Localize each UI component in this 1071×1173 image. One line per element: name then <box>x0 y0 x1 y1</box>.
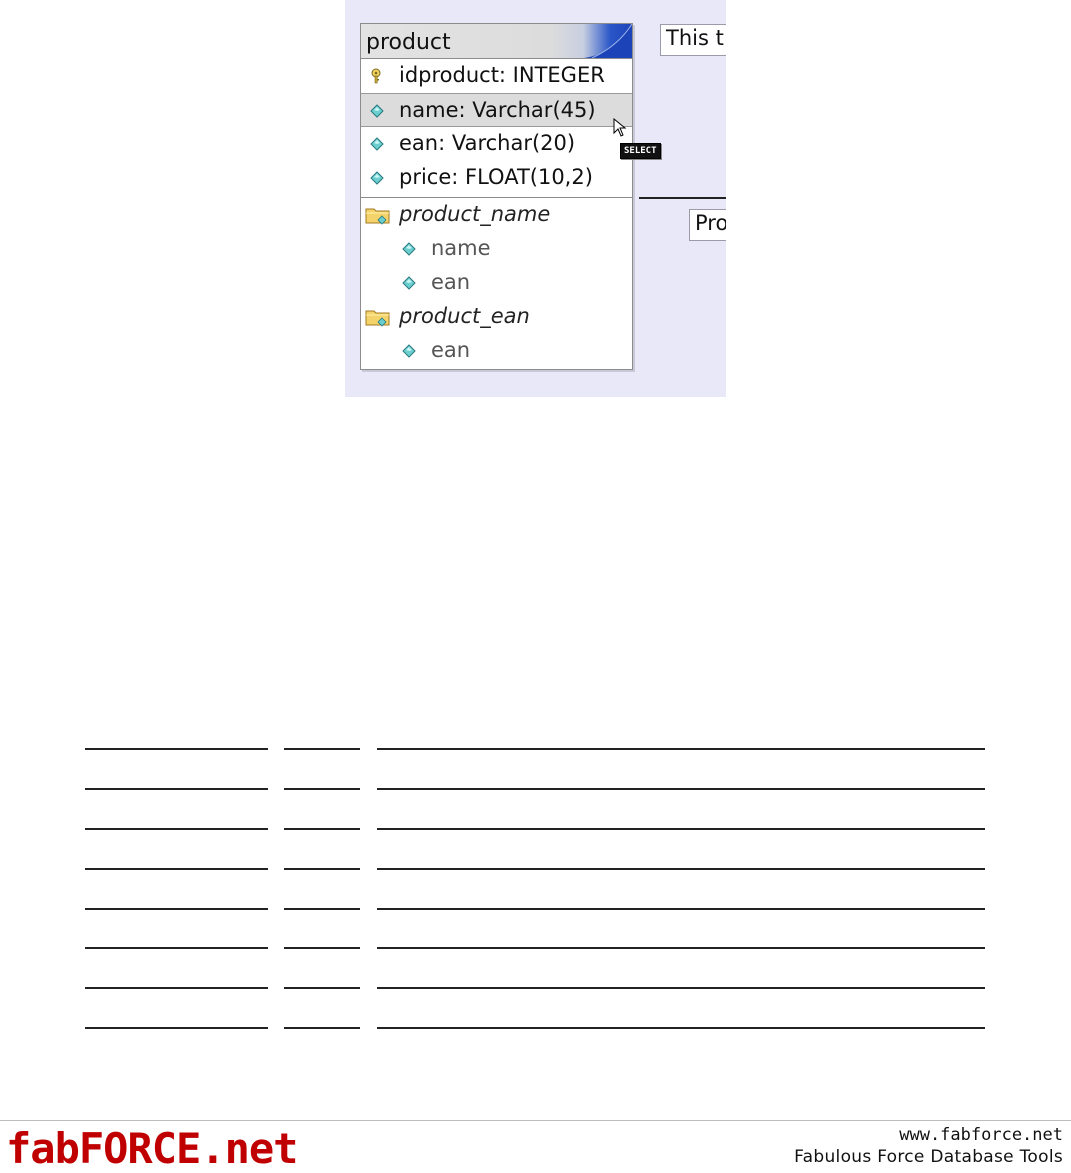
index-field-row[interactable]: name <box>361 232 632 266</box>
brand-suffix: .net <box>200 1124 298 1173</box>
select-tool-tag: SELECT <box>620 143 661 159</box>
folder-icon <box>365 208 390 225</box>
rule-line <box>85 788 268 790</box>
product-table[interactable]: product idproduct: INTEGER name: Varchar… <box>360 23 633 370</box>
column-row-idproduct[interactable]: idproduct: INTEGER <box>361 59 632 93</box>
index-row-product-name[interactable]: product_name <box>361 198 632 232</box>
rule-line <box>85 987 268 989</box>
index-field-label: ean <box>431 270 471 294</box>
diamond-icon <box>370 171 384 185</box>
column-label: name: Varchar(45) <box>399 98 596 122</box>
index-field-label: name <box>431 236 491 260</box>
rule-line <box>85 828 268 830</box>
diagram-canvas: product idproduct: INTEGER name: Varchar… <box>345 0 726 397</box>
brand-prefix: fab <box>6 1124 80 1173</box>
index-label: product_ean <box>399 304 530 328</box>
rule-line <box>284 868 360 870</box>
rule-line <box>85 908 268 910</box>
rule-line <box>377 788 985 790</box>
rule-line <box>284 748 360 750</box>
rule-line <box>377 748 985 750</box>
note-text: Pro <box>695 211 726 235</box>
rule-line <box>85 1027 268 1029</box>
index-field-label: ean <box>431 338 471 362</box>
pointer-cursor-icon <box>613 118 627 137</box>
footer-tagline: Fabulous Force Database Tools <box>794 1147 1063 1167</box>
rule-line <box>377 987 985 989</box>
rule-line <box>85 947 268 949</box>
note-text: This t <box>666 26 724 50</box>
header-curve-decoration <box>584 24 632 58</box>
column-row-ean[interactable]: ean: Varchar(20) <box>361 127 632 161</box>
diamond-icon <box>402 344 416 358</box>
rule-line <box>377 1027 985 1029</box>
index-label: product_name <box>399 202 551 226</box>
column-row-price[interactable]: price: FLOAT(10,2) <box>361 161 632 195</box>
rule-line <box>284 947 360 949</box>
column-label: ean: Varchar(20) <box>399 131 576 155</box>
column-label: idproduct: INTEGER <box>399 63 605 87</box>
relation-line[interactable] <box>639 197 726 199</box>
rule-line <box>377 828 985 830</box>
rule-line <box>284 987 360 989</box>
rule-line <box>284 1027 360 1029</box>
folder-icon <box>365 310 390 327</box>
note-box-bottom[interactable]: Pro <box>689 209 726 241</box>
rule-line <box>85 748 268 750</box>
rule-line <box>377 908 985 910</box>
index-field-row[interactable]: ean <box>361 266 632 300</box>
rule-line <box>377 868 985 870</box>
table-title: product <box>366 30 451 55</box>
note-box-top[interactable]: This t <box>660 24 726 56</box>
diamond-icon <box>370 104 384 118</box>
column-row-name[interactable]: name: Varchar(45) <box>361 93 632 127</box>
column-label: price: FLOAT(10,2) <box>399 165 593 189</box>
fabforce-logo: fabFORCE.net <box>6 1124 298 1173</box>
table-header[interactable]: product <box>361 24 632 59</box>
brand-main: FORCE <box>78 1124 201 1173</box>
rule-line <box>377 947 985 949</box>
index-field-row[interactable]: ean <box>361 334 632 368</box>
rule-line <box>284 828 360 830</box>
columns-indices-divider <box>361 197 632 198</box>
rule-line <box>284 908 360 910</box>
footer-divider <box>0 1120 1071 1121</box>
index-row-product-ean[interactable]: product_ean <box>361 300 632 334</box>
rule-line <box>85 868 268 870</box>
diamond-icon <box>370 137 384 151</box>
rule-line <box>284 788 360 790</box>
diamond-icon <box>402 242 416 256</box>
diamond-icon <box>402 276 416 290</box>
footer-url[interactable]: www.fabforce.net <box>899 1125 1063 1145</box>
key-icon <box>371 68 381 84</box>
